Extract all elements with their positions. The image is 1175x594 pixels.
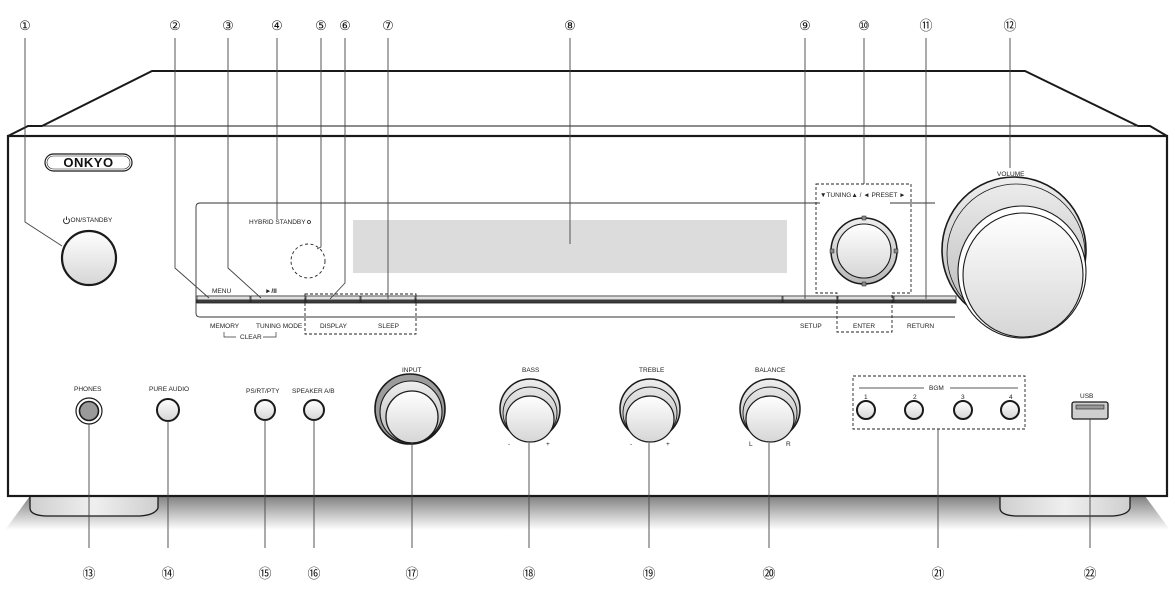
tuning-mode-label: TUNING MODE (256, 323, 303, 330)
chassis-shadow (5, 496, 1170, 530)
brand-logo-text: ONKYO (63, 155, 113, 170)
clear-bracket (223, 332, 277, 338)
callout-numbers: ① ② ③ ④ ⑤ ⑥ ⑦ ⑧ ⑨ ⑩ ⑪ ⑫ ⑬ ⑭ ⑮ ⑯ ⑰ ⑱ ⑲ ⑳ … (19, 18, 1096, 581)
treble-plus-label: + (666, 441, 670, 448)
setup-label: SETUP (800, 323, 822, 330)
bass-plus-label: + (546, 441, 550, 448)
bgm-dashed-box (852, 375, 1026, 430)
remote-sensor (290, 243, 326, 279)
bgm-3-button[interactable] (953, 400, 973, 420)
play-pause-button[interactable] (250, 295, 306, 304)
bgm-4-label: 4 (1009, 394, 1013, 401)
balance-right-label: R (786, 441, 791, 448)
hybrid-standby-indicator (307, 220, 311, 224)
callout-17: ⑰ (405, 566, 418, 581)
volume-label: VOLUME (997, 171, 1025, 178)
callout-5: ⑤ (315, 18, 327, 33)
tuning-preset-label: ▼TUNING▲ / ◄ PRESET ► (820, 192, 906, 199)
ps-rt-pty-label: PS/RT/PTY (246, 388, 280, 395)
callout-4: ④ (271, 18, 283, 33)
treble-knob[interactable] (619, 378, 681, 443)
bgm-2-label: 2 (913, 394, 917, 401)
return-label: RETURN (907, 323, 934, 330)
sleep-label: SLEEP (378, 323, 399, 330)
play-pause-label: ►/II (265, 288, 277, 295)
bass-knob[interactable] (499, 378, 561, 443)
upper-panel-frame (195, 202, 955, 318)
phones-jack[interactable] (75, 397, 103, 425)
callout-2: ② (169, 18, 181, 33)
callout-11: ⑪ (919, 18, 932, 33)
menu-label: MENU (212, 288, 231, 295)
chassis-top (7, 70, 1168, 137)
on-standby-label: ON/STANDBY (71, 217, 113, 224)
callout-1: ① (19, 18, 31, 33)
callout-16: ⑯ (307, 566, 320, 581)
treble-minus-label: - (630, 441, 632, 448)
ps-rt-pty-button[interactable] (254, 399, 276, 421)
balance-left-label: L (749, 441, 753, 448)
phones-label: PHONES (74, 386, 102, 393)
menu-button[interactable] (196, 295, 251, 304)
input-knob[interactable] (374, 373, 446, 445)
callout-7: ⑦ (382, 18, 394, 33)
bgm-label: BGM (929, 385, 944, 392)
display-label: DISPLAY (320, 323, 348, 330)
left-foot (29, 495, 159, 517)
setup-button[interactable] (782, 295, 838, 304)
speaker-ab-label: SPEAKER A/B (292, 388, 335, 395)
bass-label: BASS (522, 367, 540, 374)
right-foot (999, 495, 1131, 517)
bgm-1-label: 1 (864, 394, 868, 401)
display-sleep-dashed-box (304, 293, 417, 335)
callout-8: ⑧ (564, 18, 576, 33)
callout-6: ⑥ (339, 18, 351, 33)
tuning-preset-dashed-box (815, 183, 912, 333)
bgm-2-button[interactable] (904, 400, 924, 420)
speaker-ab-button[interactable] (303, 399, 325, 421)
callout-21: ㉑ (931, 566, 944, 581)
callout-13: ⑬ (82, 566, 95, 581)
usb-label: USB (1080, 393, 1093, 400)
balance-label: BALANCE (755, 367, 786, 374)
callout-3: ③ (222, 18, 234, 33)
clear-label: CLEAR (240, 334, 262, 341)
enter-label: ENTER (853, 323, 875, 330)
treble-label: TREBLE (639, 367, 665, 374)
pure-audio-button[interactable] (156, 398, 180, 422)
display-button[interactable] (305, 295, 361, 304)
callout-9: ⑨ (799, 18, 811, 33)
on-standby-button[interactable] (60, 229, 118, 287)
bgm-1-button[interactable] (856, 400, 876, 420)
bgm-4-button[interactable] (1000, 400, 1020, 420)
callout-14: ⑭ (161, 566, 174, 581)
callout-10: ⑩ (858, 18, 870, 33)
balance-knob[interactable] (739, 378, 801, 443)
pure-audio-label: PURE AUDIO (149, 386, 189, 393)
callout-19: ⑲ (642, 566, 655, 581)
callout-22: ㉒ (1083, 566, 1096, 581)
power-icon (63, 216, 70, 225)
memory-label: MEMORY (210, 323, 240, 330)
volume-knob[interactable] (941, 176, 1087, 339)
onkyo-logo: ONKYO (44, 153, 133, 172)
usb-port[interactable] (1071, 401, 1109, 420)
bgm-3-label: 3 (961, 394, 965, 401)
hybrid-standby-label: HYBRID STANDBY (249, 219, 306, 226)
callout-18: ⑱ (522, 566, 535, 581)
enter-button[interactable] (837, 295, 894, 304)
leader-lines (24, 38, 1091, 548)
return-button[interactable] (893, 295, 957, 304)
bass-minus-label: - (508, 441, 510, 448)
bar-spacer (415, 295, 783, 304)
input-label: INPUT (402, 367, 422, 374)
callout-20: ⑳ (762, 566, 775, 581)
callout-12: ⑫ (1003, 18, 1016, 33)
tuning-preset-dial[interactable] (829, 215, 899, 287)
callout-15: ⑮ (258, 566, 271, 581)
